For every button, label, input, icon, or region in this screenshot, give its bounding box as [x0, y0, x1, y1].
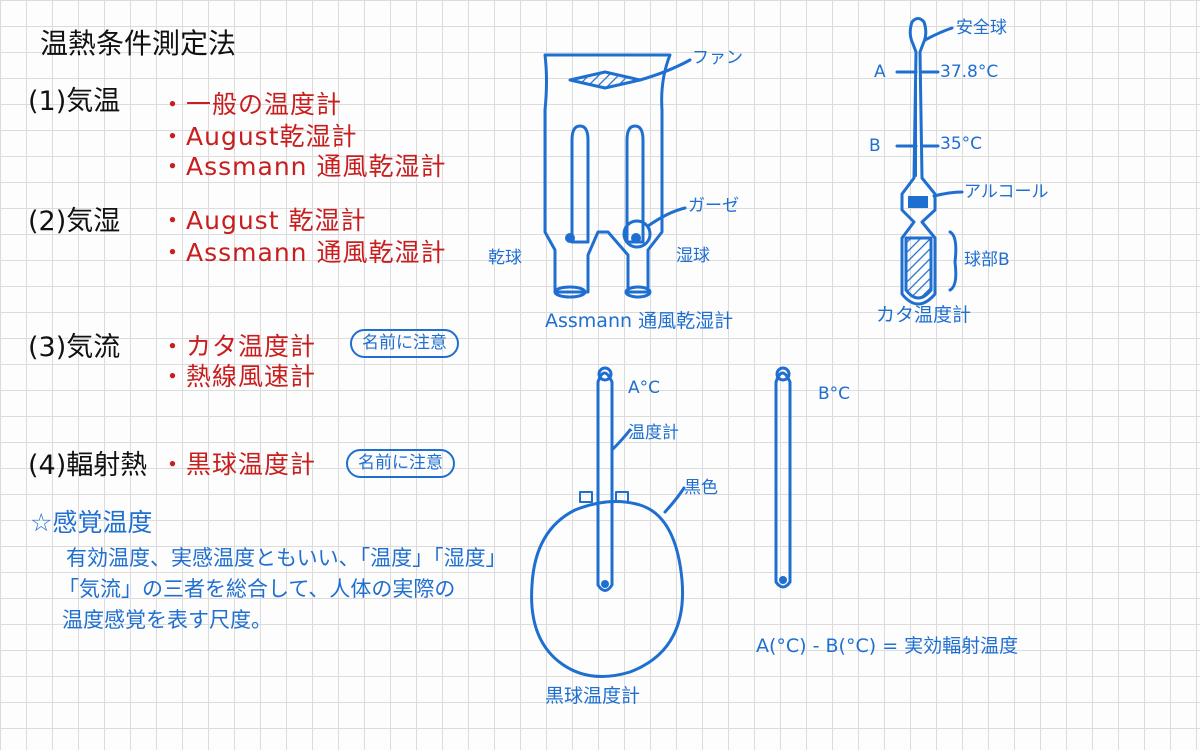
list-item: ・カタ温度計: [160, 332, 317, 361]
section-label-humidity: (2)気湿: [28, 206, 121, 237]
dry-bulb-label: 乾球: [488, 248, 522, 268]
mark-b-label: B: [869, 136, 881, 156]
note-heading: ☆感覚温度: [30, 508, 153, 537]
section-label-radiant-heat: (4)輻射熱: [28, 450, 148, 481]
temp-a-label: A°C: [628, 378, 660, 398]
attention-badge: 名前に注意: [350, 329, 459, 358]
globe-thermometer-drawing: [530, 366, 792, 678]
fan-label: ファン: [692, 48, 743, 68]
black-color-label: 黒色: [684, 478, 718, 498]
kata-thermometer-drawing: [895, 17, 964, 306]
mark-a-label: A: [874, 62, 886, 82]
section-label-air-temp: (1)気温: [28, 86, 121, 117]
globe-caption: 黒球温度計: [545, 685, 641, 707]
note-line: 「気流」の三者を総合して、人体の実際の: [58, 577, 456, 601]
alcohol-label: アルコール: [964, 182, 1049, 202]
list-item: ・黒球温度計: [160, 450, 317, 479]
list-item: ・August 乾湿計: [160, 206, 367, 235]
list-item: ・熱線風速計: [160, 362, 317, 391]
list-item: ・August乾湿計: [160, 122, 358, 151]
list-item: ・Assmann 通風乾湿計: [160, 152, 447, 181]
note-line: 温度感覚を表す尺度。: [62, 608, 272, 632]
page-title: 温熱条件測定法: [40, 27, 237, 60]
assmann-psychrometer-drawing: [543, 53, 692, 299]
temp-b-label: B°C: [818, 384, 851, 404]
star-icon: ☆: [30, 508, 53, 537]
assmann-caption: Assmann 通風乾湿計: [545, 310, 734, 332]
thermometer-label: 温度計: [628, 423, 679, 443]
mark-b-temp: 35°C: [940, 134, 983, 154]
gauze-label: ガーゼ: [688, 196, 739, 216]
formula-text: A(°C) - B(°C) = 実効輻射温度: [756, 635, 1019, 657]
attention-badge: 名前に注意: [346, 449, 455, 478]
list-item: ・Assmann 通風乾湿計: [160, 238, 447, 267]
kata-caption: カタ温度計: [876, 304, 972, 326]
safety-bulb-label: 安全球: [956, 18, 1007, 38]
mark-a-temp: 37.8°C: [940, 62, 999, 82]
section-label-airflow: (3)気流: [28, 332, 121, 363]
wet-bulb-label: 湿球: [676, 246, 710, 266]
note-line: 有効温度、実感温度ともいい、「温度」「湿度」: [66, 546, 507, 570]
bulb-label: 球部B: [964, 250, 1010, 270]
list-item: ・一般の温度計: [160, 90, 343, 119]
